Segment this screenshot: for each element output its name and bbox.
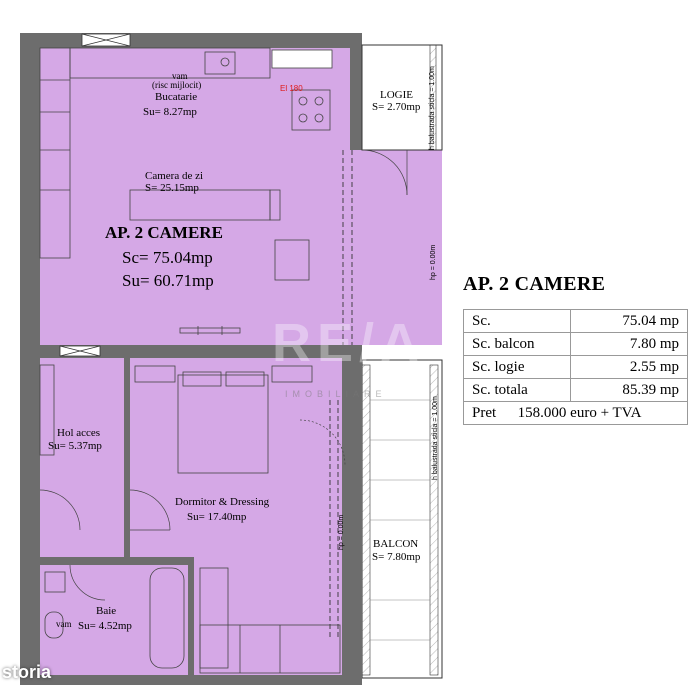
balcony-area: S= 7.80mp xyxy=(372,551,421,563)
kitchen-note2: (risc mijlocit) xyxy=(152,80,202,90)
living-area: S= 25.15mp xyxy=(145,182,199,194)
summary-table: Sc. 75.04 mp Sc. balcon 7.80 mp Sc. logi… xyxy=(463,309,688,425)
kitchen-living-fill xyxy=(40,48,350,345)
logia-fill xyxy=(361,44,443,151)
interior-walls xyxy=(20,345,362,685)
summary-value: 75.04 mp xyxy=(570,309,688,333)
main-sc: Sc= 75.04mp xyxy=(122,248,213,267)
window-mid xyxy=(59,345,101,357)
balcony-rail-left xyxy=(361,364,371,676)
price-cell: Pret 158.000 euro + TVA xyxy=(463,401,688,425)
hp-note-bedroom: hp = 0.00m xyxy=(338,514,345,550)
watermark-logo: RE/A xyxy=(272,313,426,373)
bed xyxy=(134,365,313,474)
price-label: Pret xyxy=(472,404,497,421)
bath-tag: vam xyxy=(56,619,72,629)
summary-key: Sc. logie xyxy=(463,355,571,379)
logia-rail xyxy=(429,44,437,151)
logia-rail-note: h balustrada sticla = 1.00m xyxy=(429,66,436,150)
wardrobe xyxy=(199,624,341,674)
brand-logo: storia xyxy=(2,662,52,682)
logia-name: LOGIE xyxy=(380,89,413,101)
main-title: AP. 2 CAMERE xyxy=(105,223,223,242)
table-row: Sc. logie 2.55 mp xyxy=(463,355,688,379)
bath-area: Su= 4.52mp xyxy=(78,620,132,632)
balcony-rail-note: h balustrada sticla = 1.00m xyxy=(432,396,439,480)
bedroom-area: Su= 17.40mp xyxy=(187,511,247,523)
kitchen-area: Su= 8.27mp xyxy=(143,106,197,118)
kitchen-name: Bucatarie xyxy=(155,91,198,103)
logia-area: S= 2.70mp xyxy=(372,101,421,113)
hall-fill xyxy=(40,358,124,558)
hp-note-living: hp = 0.00m xyxy=(430,244,437,280)
hall-area: Su= 5.37mp xyxy=(48,440,102,452)
hall-cabinet xyxy=(39,364,55,456)
watermark-subtext: IMOBILIARE xyxy=(285,389,387,399)
table-row: Sc. 75.04 mp xyxy=(463,309,688,333)
dressing-fill xyxy=(194,565,350,675)
price-value: 158.000 euro + TVA xyxy=(517,404,642,421)
price-row: Pret 158.000 euro + TVA xyxy=(463,401,688,425)
balcony-slab-grid xyxy=(370,399,430,641)
bedroom-name: Dormitor & Dressing xyxy=(175,496,270,508)
kitchen-counter xyxy=(39,47,333,259)
hall-name: Hol acces xyxy=(57,427,101,439)
window-top xyxy=(81,33,131,47)
balcony-fill xyxy=(361,359,443,679)
summary-key: Sc. totala xyxy=(463,378,571,402)
living-name: Camera de zi xyxy=(145,170,204,182)
summary-value: 2.55 mp xyxy=(570,355,688,379)
living-furniture xyxy=(129,189,310,335)
main-su: Su= 60.71mp xyxy=(122,271,214,290)
summary-key: Sc. balcon xyxy=(463,332,571,356)
summary-title: AP. 2 CAMERE xyxy=(463,273,606,295)
summary-value: 85.39 mp xyxy=(570,378,688,402)
kitchen-tag: El 180 xyxy=(280,84,303,93)
summary-value: 7.80 mp xyxy=(570,332,688,356)
bath-fixtures xyxy=(44,567,229,669)
table-row: Sc. balcon 7.80 mp xyxy=(463,332,688,356)
sliding-doors xyxy=(329,150,353,640)
kitchen-note: vam xyxy=(172,71,188,81)
summary-key: Sc. xyxy=(463,309,571,333)
table-row: Sc. totala 85.39 mp xyxy=(463,378,688,402)
living-extension-fill xyxy=(340,150,442,345)
bath-name: Baie xyxy=(96,605,117,617)
door-swings xyxy=(39,149,408,601)
balcony-name: BALCON xyxy=(373,538,419,550)
